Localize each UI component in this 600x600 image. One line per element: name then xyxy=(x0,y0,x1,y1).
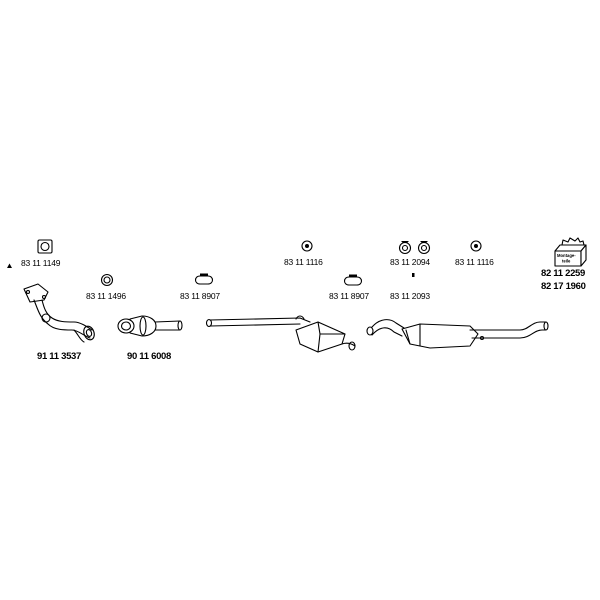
rear-silencer-icon[interactable] xyxy=(366,319,549,349)
part-number-bolt: 83 11 2093 xyxy=(390,291,430,301)
rubber-mount-icon[interactable] xyxy=(470,240,482,252)
mounting-kit-icon[interactable]: Montage- teile xyxy=(554,237,587,267)
part-number-rubber-mounts: 83 11 2094 xyxy=(390,257,430,267)
clamp-icon[interactable] xyxy=(194,273,214,285)
front-pipe-icon[interactable] xyxy=(23,283,96,343)
center-silencer-icon[interactable] xyxy=(205,315,356,353)
catalytic-converter-icon[interactable] xyxy=(117,315,183,337)
warning-triangle-icon xyxy=(7,263,12,268)
part-number-clamp-2: 83 11 8907 xyxy=(329,291,369,301)
part-number-ring-gasket: 83 11 1496 xyxy=(86,291,126,301)
mounting-kit-text-2: teile xyxy=(562,259,571,264)
rubber-mount-icon[interactable] xyxy=(301,240,313,252)
part-number-catalytic-converter: 90 11 6008 xyxy=(127,351,172,362)
part-number-clamp-1: 83 11 8907 xyxy=(180,291,220,301)
part-number-mounting-kit-1: 82 11 2259 xyxy=(541,268,586,279)
ring-gasket-icon[interactable] xyxy=(100,273,114,287)
part-number-gasket: 83 11 1149 xyxy=(21,258,61,268)
mounting-kit-text-1: Montage- xyxy=(557,253,576,258)
part-number-mounting-kit-2: 82 17 1960 xyxy=(541,281,586,292)
part-number-rubber-mount-2: 83 11 1116 xyxy=(455,257,494,267)
flange-gasket-icon[interactable] xyxy=(37,239,53,254)
part-number-rubber-mount-1: 83 11 1116 xyxy=(284,257,323,267)
part-number-front-pipe: 91 11 3537 xyxy=(37,351,82,362)
clamp-icon[interactable] xyxy=(343,274,363,286)
bolt-icon[interactable] xyxy=(412,273,415,277)
rubber-mount-pair-icon[interactable] xyxy=(398,241,431,255)
